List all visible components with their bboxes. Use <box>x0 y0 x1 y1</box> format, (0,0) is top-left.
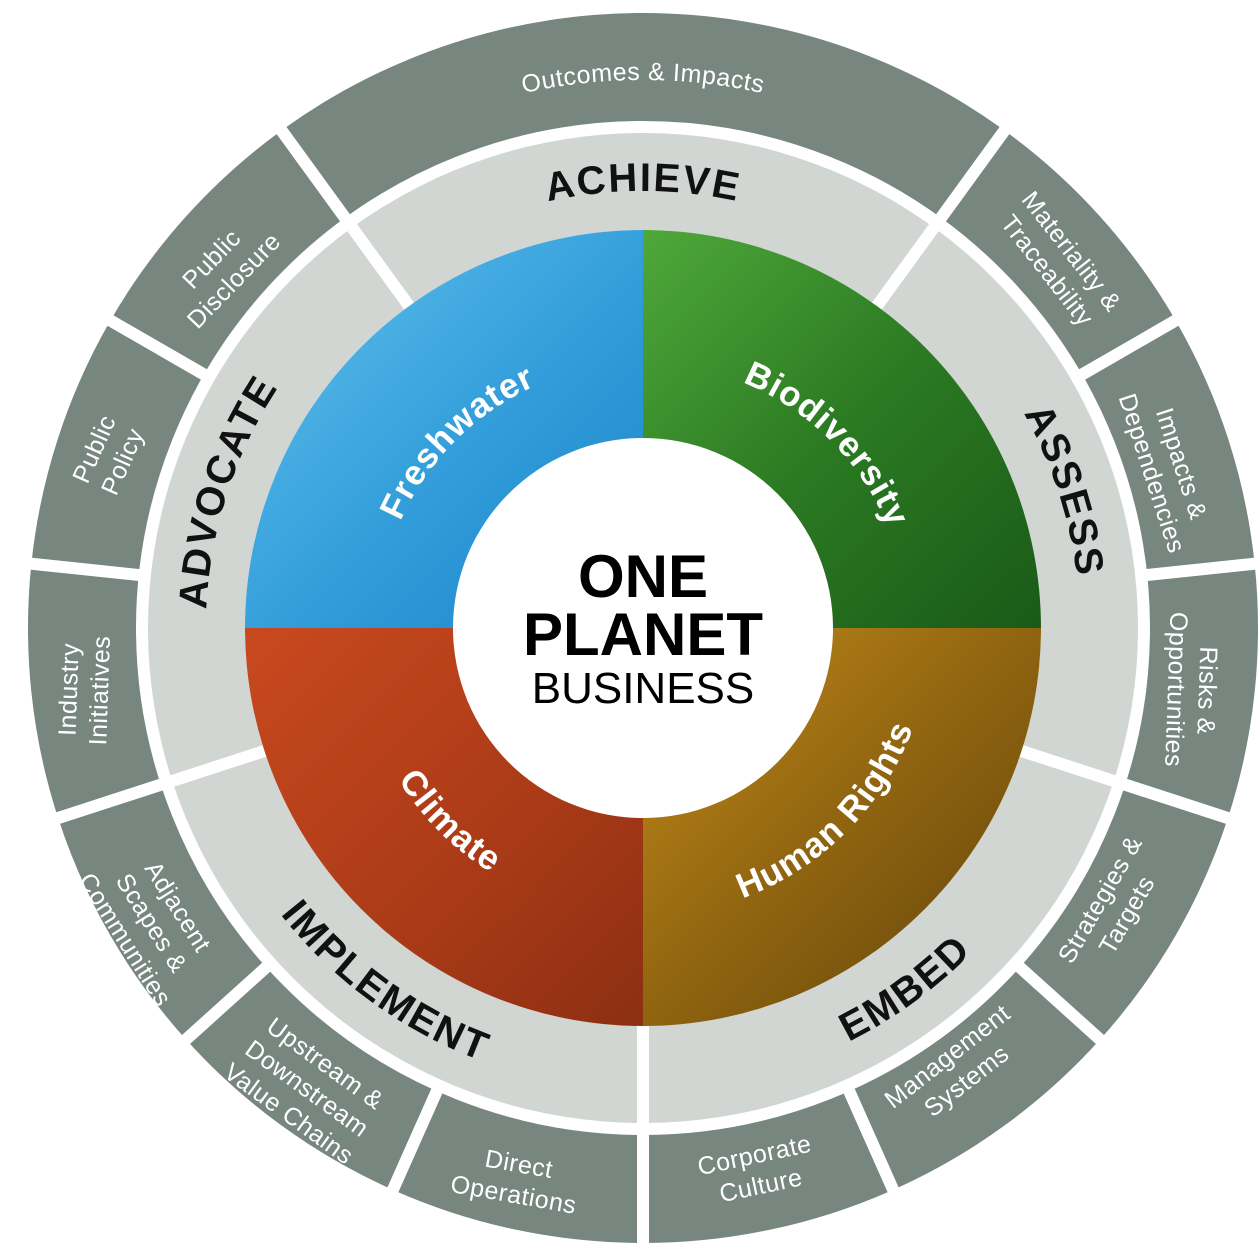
outer-segment-strategies <box>1014 782 1228 1040</box>
phase-ring <box>52 123 1234 1247</box>
outer-separator <box>1137 557 1258 582</box>
outer-separator <box>386 1080 446 1195</box>
center-line-3: BUSINESS <box>532 664 755 713</box>
phase-segment-assess <box>876 227 1138 781</box>
outer-separator <box>1009 956 1106 1046</box>
outer-segment-adjacent <box>58 782 272 1040</box>
outer-label-industry-line-2: Initiatives <box>84 635 116 746</box>
outer-label-risks: Risks &Opportunities <box>1159 611 1222 767</box>
phase-segment-achieve <box>352 133 934 307</box>
outer-separator <box>105 314 215 385</box>
phase-segment-embed <box>643 750 1114 1123</box>
outer-label-industry-line-1: Industry <box>54 642 85 736</box>
phase-separator <box>1017 744 1234 825</box>
outer-separator <box>180 956 277 1046</box>
outer-segment-policy <box>31 320 210 576</box>
phase-segment-implement <box>172 750 643 1123</box>
phase-separator <box>274 123 416 312</box>
outer-segment-outcomes <box>281 12 1005 224</box>
outer-segment-management <box>846 962 1101 1190</box>
center-line-2: PLANET <box>523 601 763 668</box>
outer-segment-materiality <box>936 130 1176 378</box>
outer-segment-upstream <box>185 962 440 1190</box>
outer-separator <box>1071 314 1181 385</box>
phase-separator <box>870 123 1012 312</box>
center-line-1: ONE <box>578 543 708 610</box>
outer-label-risks-line-2: Opportunities <box>1159 611 1192 767</box>
center-badge: ONE PLANET BUSINESS <box>453 438 833 818</box>
center-circle <box>453 438 833 818</box>
outer-segment-impacts <box>1076 320 1255 576</box>
outer-segment-risks <box>1118 563 1258 819</box>
outer-separator <box>840 1080 900 1195</box>
phase-separator <box>52 744 269 825</box>
outer-segment-industry <box>27 563 168 819</box>
outer-label-risks-line-1: Risks & <box>1191 646 1222 735</box>
outer-segment-disclosure <box>110 130 350 378</box>
phase-segment-advocate <box>147 227 410 781</box>
outer-separator <box>28 557 149 582</box>
